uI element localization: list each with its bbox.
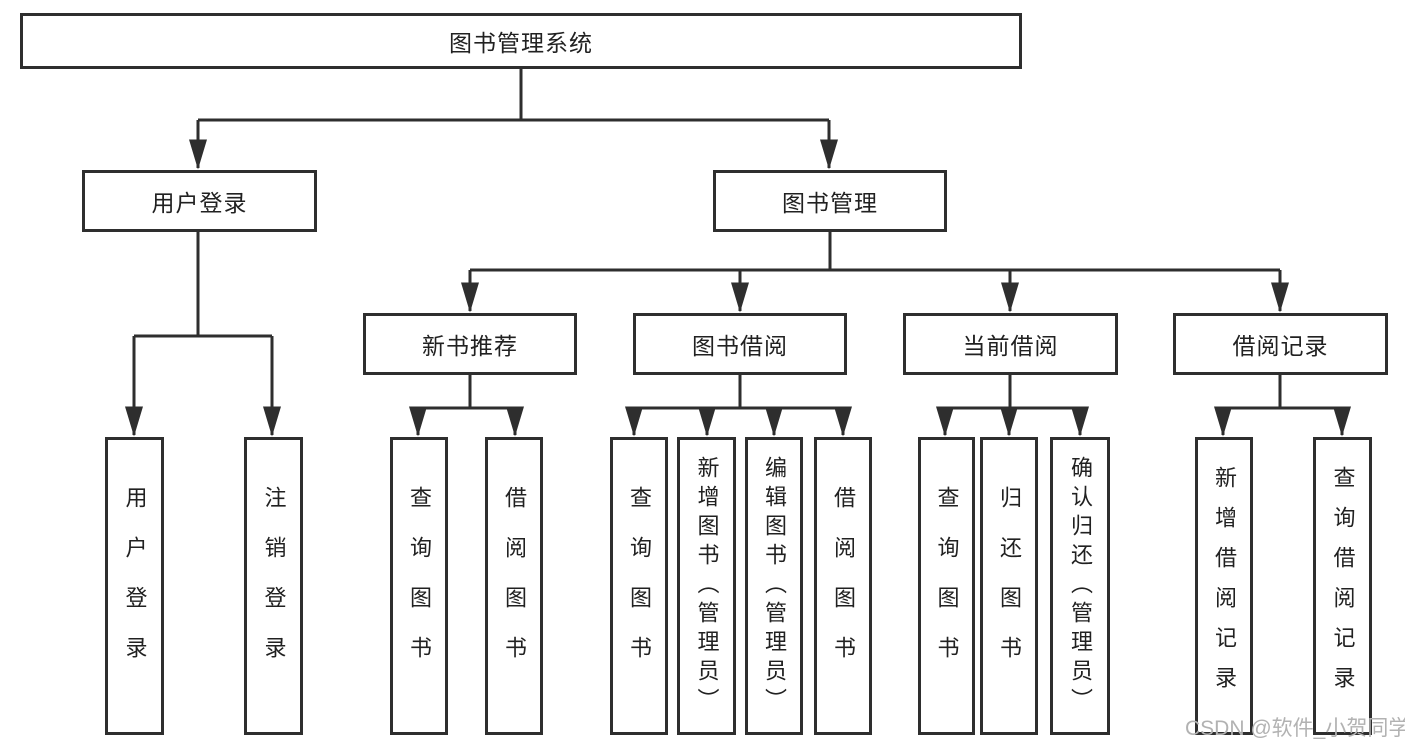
leaf-borrow-query-books: 查询图书	[610, 437, 668, 735]
node-book-mgmt: 图书管理	[713, 170, 947, 232]
node-new-book-recommend: 新书推荐	[363, 313, 577, 375]
node-borrow-records: 借阅记录	[1173, 313, 1388, 375]
leaf-edit-books-admin: 编辑图书（管理员）	[745, 437, 803, 735]
leaf-recommend-query-books: 查询图书	[390, 437, 448, 735]
leaf-confirm-return-admin: 确认归还（管理员）	[1050, 437, 1110, 735]
leaf-logout: 注销登录	[244, 437, 303, 735]
node-book-borrow: 图书借阅	[633, 313, 847, 375]
node-root: 图书管理系统	[20, 13, 1022, 69]
leaf-borrow-books: 借阅图书	[814, 437, 872, 735]
leaf-current-query-books: 查询图书	[918, 437, 975, 735]
node-current-borrow: 当前借阅	[903, 313, 1118, 375]
leaf-add-books-admin: 新增图书（管理员）	[677, 437, 736, 735]
leaf-recommend-borrow-books: 借阅图书	[485, 437, 543, 735]
watermark: CSDN @软件_小贺同学	[1185, 717, 1405, 740]
leaf-user-login: 用户登录	[105, 437, 164, 735]
leaf-return-books: 归还图书	[980, 437, 1038, 735]
leaf-query-borrow-record: 查询借阅记录	[1313, 437, 1372, 735]
leaf-add-borrow-record: 新增借阅记录	[1195, 437, 1253, 735]
node-user-login: 用户登录	[82, 170, 317, 232]
